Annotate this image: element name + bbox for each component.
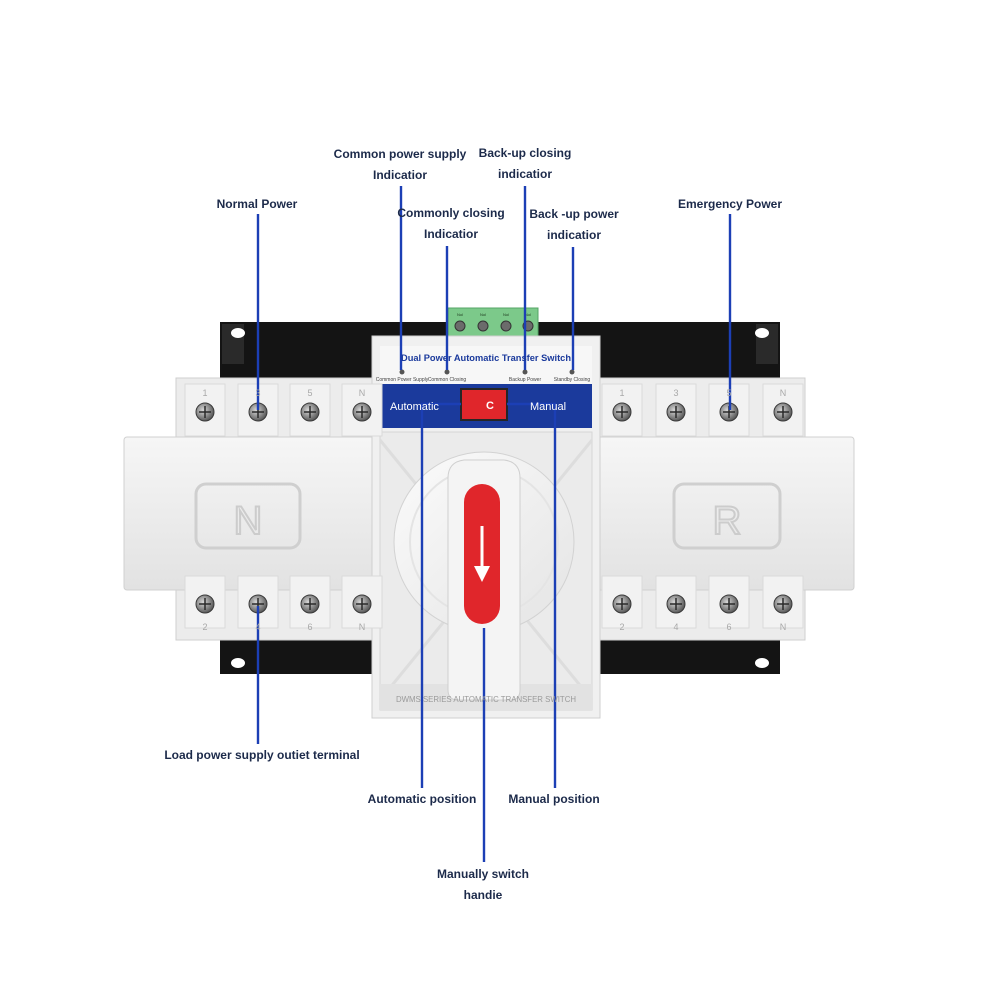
indicator-label-common-closing: Common Closing [428, 377, 467, 383]
indicator-led [444, 369, 450, 375]
label-manual-handle: Manually switch handie [423, 864, 543, 906]
mode-label-manual: Manual [530, 401, 566, 413]
label-emergency-power-text: Emergency Power [677, 197, 783, 211]
indicator-led [399, 369, 405, 375]
selector-glyph: C [486, 400, 494, 412]
label-backup-power: Back -up power indicatior [514, 204, 634, 246]
terminal-number-right-bottom: 4 [673, 622, 678, 632]
terminal-number-right-top: N [780, 388, 787, 398]
label-manual-handle-line2: handie [463, 888, 503, 902]
screw-right-top-4 [762, 383, 804, 437]
indicator-label-backup-power: Backup Power [509, 377, 542, 383]
terminal-number-left-bottom: N [359, 622, 366, 632]
terminal-number-right-top: 1 [619, 388, 624, 398]
terminal-number-left-bottom: 6 [307, 622, 312, 632]
screw-left-top-1 [184, 383, 226, 437]
label-load-terminal: Load power supply outiet terminal [152, 745, 372, 766]
indicator-led [522, 369, 528, 375]
label-commonly-closing-line2: Indicatior [423, 227, 478, 241]
label-common-power-supply-line1: Common power supply [333, 147, 467, 161]
label-backup-power-line2: indicatior [546, 228, 601, 242]
label-automatic-position-text: Automatic position [367, 792, 477, 806]
label-commonly-closing: Commonly closing Indicatior [391, 203, 511, 245]
indicator-label-common-power: Common Power Supply [376, 377, 429, 383]
connector-label: Nol [457, 312, 463, 317]
label-backup-closing-line2: indicatior [497, 167, 552, 181]
connector-screw [500, 320, 512, 332]
leader-manual-position [507, 402, 557, 788]
label-emergency-power: Emergency Power [670, 194, 790, 215]
right-module-letter: R [713, 499, 742, 543]
indicator-label-standby-closing: Standby Closing [554, 377, 591, 383]
label-backup-closing: Back-up closing indicatior [465, 143, 585, 185]
label-manual-position: Manual position [494, 789, 614, 810]
screw-left-bottom-1 [184, 575, 226, 629]
terminal-number-right-bottom: 6 [726, 622, 731, 632]
leader-lines [256, 186, 732, 862]
label-common-power-supply-line2: Indicatior [372, 168, 427, 182]
terminal-number-left-top: 3 [255, 388, 260, 398]
manual-handle[interactable] [447, 459, 521, 701]
mode-label-automatic: Automatic [390, 401, 439, 413]
connector-label: Nol [503, 312, 509, 317]
connector-screw [477, 320, 489, 332]
terminal-number-right-bottom: 2 [619, 622, 624, 632]
label-normal-power: Normal Power [197, 194, 317, 215]
screw-left-top-3 [289, 383, 331, 437]
screw-left-bottom-3 [289, 575, 331, 629]
label-backup-power-line1: Back -up power [529, 207, 619, 221]
terminal-number-right-top: 3 [673, 388, 678, 398]
label-manual-handle-line1: Manually switch [436, 867, 530, 881]
connector-label: Nol [480, 312, 486, 317]
screw-left-top-4 [341, 383, 383, 437]
screw-right-bottom-2 [655, 575, 697, 629]
left-module-letter: N [234, 499, 263, 543]
signal-terminal-block: Nol Nol Nol Nol [447, 307, 539, 339]
panel-title: Dual Power Automatic Transfer Switch [401, 353, 571, 363]
terminal-number-left-top: 5 [307, 388, 312, 398]
label-load-terminal-text: Load power supply outiet terminal [164, 748, 360, 762]
label-common-power-supply: Common power supply Indicatior [330, 144, 470, 186]
label-automatic-position: Automatic position [362, 789, 482, 810]
label-normal-power-text: Normal Power [216, 197, 298, 211]
leader-automatic-position [420, 402, 461, 788]
connector-screw [454, 320, 466, 332]
terminal-screws [184, 369, 804, 629]
label-manual-position-text: Manual position [508, 792, 600, 806]
screw-right-bottom-1 [601, 575, 643, 629]
bottom-series-strip: DWMS SERIES AUTOMATIC TRANSFER SWITCH [396, 695, 576, 704]
terminal-number-right-bottom: N [780, 622, 787, 632]
screw-right-bottom-4 [762, 575, 804, 629]
indicator-led [569, 369, 575, 375]
terminal-number-left-top: 1 [202, 388, 207, 398]
screw-left-bottom-4 [341, 575, 383, 629]
label-backup-closing-line1: Back-up closing [478, 146, 572, 160]
screw-right-bottom-3 [708, 575, 750, 629]
terminal-number-left-bottom: 4 [255, 622, 260, 632]
terminal-number-right-top: 5 [726, 388, 731, 398]
screw-right-top-1 [601, 383, 643, 437]
label-commonly-closing-line1: Commonly closing [397, 206, 505, 220]
screw-right-top-2 [655, 383, 697, 437]
mode-selector-switch[interactable] [460, 388, 508, 421]
connector-label: Nol [525, 312, 531, 317]
terminal-number-left-bottom: 2 [202, 622, 207, 632]
terminal-number-left-top: N [359, 388, 366, 398]
